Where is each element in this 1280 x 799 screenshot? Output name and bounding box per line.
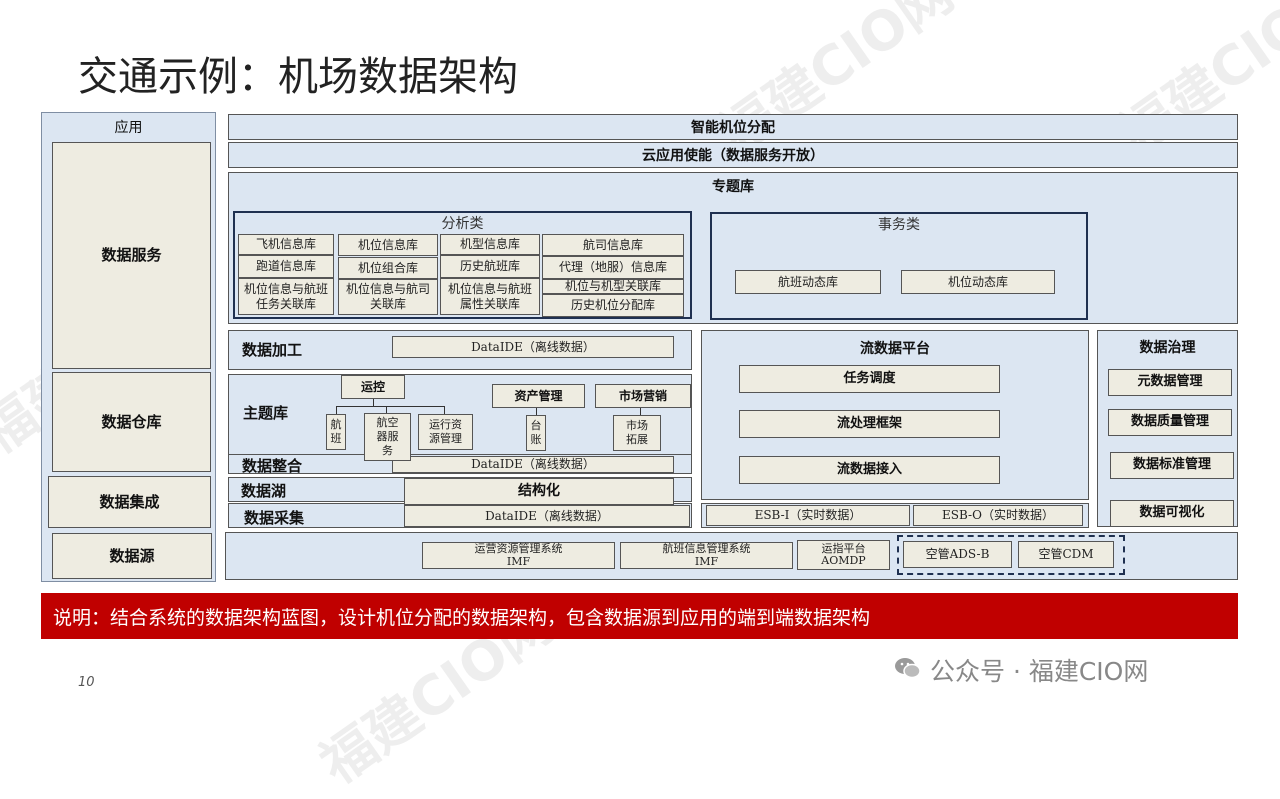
analysis-item: 飞机信息库: [238, 234, 334, 255]
analysis-item: 机位信息与航班属性关联库: [440, 278, 540, 315]
note-banner: 说明：结合系统的数据架构蓝图，设计机位分配的数据架构，包含数据源到应用的端到端数…: [41, 593, 1238, 639]
processing-dataide: DataIDE（离线数据）: [392, 336, 674, 358]
quality-mgmt: 数据质量管理: [1108, 409, 1232, 436]
analysis-item: 机型信息库: [440, 234, 540, 255]
subject-label: 主题库: [243, 404, 289, 422]
task-scheduling: 任务调度: [739, 365, 1000, 393]
apps-header: 应用: [114, 120, 143, 136]
esb-i: ESB-I（实时数据）: [706, 505, 910, 526]
subject-aircraft-service: 航空器服务: [364, 413, 411, 461]
integration-label: 数据整合: [242, 457, 303, 475]
ops-control: 运控: [341, 375, 405, 399]
source-flight-info: 航班信息管理系统 IMF: [620, 542, 793, 569]
analysis-item: 机位信息与航班任务关联库: [238, 278, 334, 315]
collection-dataide: DataIDE（离线数据）: [404, 505, 690, 527]
smart-gate-allocation: 智能机位分配: [228, 114, 1238, 140]
source-ops-resource: 运营资源管理系统 IMF: [422, 542, 615, 569]
stream-processing: 流处理框架: [739, 410, 1000, 438]
marketing: 市场营销: [595, 384, 691, 408]
business-title: 事务类: [878, 217, 920, 233]
analysis-item: 机位组合库: [338, 257, 438, 279]
page-number: 10: [78, 675, 95, 690]
lake-label: 数据湖: [241, 482, 287, 500]
analysis-item: 跑道信息库: [238, 255, 334, 278]
source-ads-b: 空管ADS-B: [903, 541, 1012, 568]
market-expansion: 市场拓展: [613, 415, 661, 451]
analysis-item: 历史航班库: [440, 255, 540, 278]
asset-mgmt: 资产管理: [492, 384, 585, 408]
topic-library-title: 专题库: [712, 179, 754, 195]
analysis-item: 航司信息库: [542, 234, 684, 256]
collection-label: 数据采集: [244, 509, 305, 527]
wechat-icon: [893, 653, 923, 683]
analysis-title: 分析类: [441, 216, 484, 232]
analysis-item: 机位与机型关联库: [542, 279, 684, 294]
visualization: 数据可视化: [1110, 500, 1234, 527]
flight-dynamics-db: 航班动态库: [735, 270, 881, 294]
subject-flight: 航班: [326, 414, 346, 450]
analysis-item: 历史机位分配库: [542, 294, 684, 317]
data-source: 数据源: [52, 533, 212, 579]
processing-label: 数据加工: [242, 341, 303, 359]
source-cdm: 空管CDM: [1018, 541, 1114, 568]
stream-ingestion: 流数据接入: [739, 456, 1000, 484]
standard-mgmt: 数据标准管理: [1110, 452, 1234, 479]
page-title: 交通示例：机场数据架构: [78, 54, 518, 100]
structured: 结构化: [404, 478, 674, 505]
business-group: [710, 212, 1088, 320]
integration-dataide: DataIDE（离线数据）: [392, 456, 674, 473]
source-aomdp: 运指平台 AOMDP: [797, 540, 890, 570]
cloud-enablement: 云应用使能（数据服务开放）: [228, 142, 1238, 168]
esb-o: ESB-O（实时数据）: [913, 505, 1083, 526]
ledger: 台账: [526, 415, 546, 451]
analysis-item: 机位信息库: [338, 234, 438, 256]
analysis-item: 代理（地服）信息库: [542, 256, 684, 279]
stream-title: 流数据平台: [860, 341, 930, 357]
governance-title: 数据治理: [1139, 340, 1196, 356]
data-integration: 数据集成: [48, 476, 211, 528]
footer-account: 公众号 · 福建CIO网: [930, 657, 1149, 686]
atc-dashed-group: [897, 535, 1125, 575]
analysis-item: 机位信息与航司关联库: [338, 279, 438, 315]
data-warehouse: 数据仓库: [52, 372, 211, 472]
subject-resource-mgmt: 运行资源管理: [418, 414, 473, 450]
metadata-mgmt: 元数据管理: [1108, 369, 1232, 396]
data-service: 数据服务: [52, 142, 211, 369]
gate-dynamics-db: 机位动态库: [901, 270, 1055, 294]
